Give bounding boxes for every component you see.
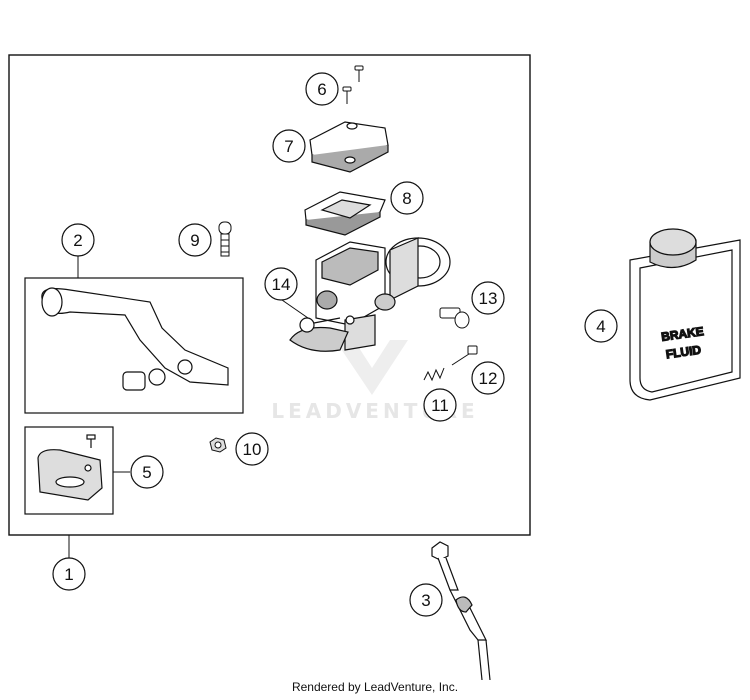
callout-5-label: 5: [142, 463, 151, 482]
cover-part-5: [37, 434, 103, 501]
cover-subframe: [24, 426, 114, 515]
callout-10: 10: [235, 432, 269, 466]
callout-9-label: 9: [190, 231, 199, 250]
callout-11-label: 11: [431, 396, 449, 415]
bottle-label-line1: BRAKE: [660, 324, 704, 344]
screws-part-6: [342, 65, 364, 104]
master-cylinder-body: [315, 237, 451, 351]
diaphragm-part-8: [304, 191, 386, 236]
callout-9: 9: [178, 223, 212, 257]
spring-part-11: [423, 367, 445, 382]
callout-4-label: 4: [596, 317, 605, 336]
callout-14: 14: [264, 267, 298, 301]
brake-line-part-3: [431, 541, 491, 681]
callout-3-label: 3: [421, 591, 430, 610]
callout-8-label: 8: [402, 189, 411, 208]
lever-subframe: [24, 277, 244, 414]
lever-part-2: [41, 287, 229, 391]
callout-3: 3: [409, 583, 443, 617]
bolt-part-9: [218, 221, 232, 257]
callout-12: 12: [471, 361, 505, 395]
callout-6-label: 6: [317, 80, 326, 99]
reservoir-cap-part-7: [309, 121, 389, 173]
callout-1-label: 1: [64, 565, 73, 584]
pivot-part-14: [289, 315, 355, 352]
assembly-frame: [8, 54, 531, 536]
callout-2-label: 2: [73, 231, 82, 250]
bolt-part-13: [439, 307, 470, 329]
screw-part-12: [451, 345, 478, 366]
callout-1: 1: [52, 557, 86, 591]
callout-13-label: 13: [479, 289, 498, 308]
leader-lines: [68, 256, 309, 558]
brake-fluid-bottle-part-4: BRAKE FLUID: [629, 228, 741, 401]
callout-12-label: 12: [479, 369, 498, 388]
callout-2: 2: [61, 223, 95, 257]
nut-part-10: [209, 437, 227, 453]
callout-6: 6: [305, 72, 339, 106]
callout-14-label: 14: [272, 275, 291, 294]
bottle-label-line2: FLUID: [665, 343, 702, 362]
callout-7: 7: [272, 129, 306, 163]
callout-10-label: 10: [243, 440, 262, 459]
callout-4: 4: [584, 309, 618, 343]
callout-8: 8: [390, 181, 424, 215]
callout-11: 11: [423, 388, 457, 422]
callout-7-label: 7: [284, 137, 293, 156]
callout-5: 5: [130, 455, 164, 489]
footer-credit: Rendered by LeadVenture, Inc.: [291, 680, 459, 694]
callout-13: 13: [471, 281, 505, 315]
